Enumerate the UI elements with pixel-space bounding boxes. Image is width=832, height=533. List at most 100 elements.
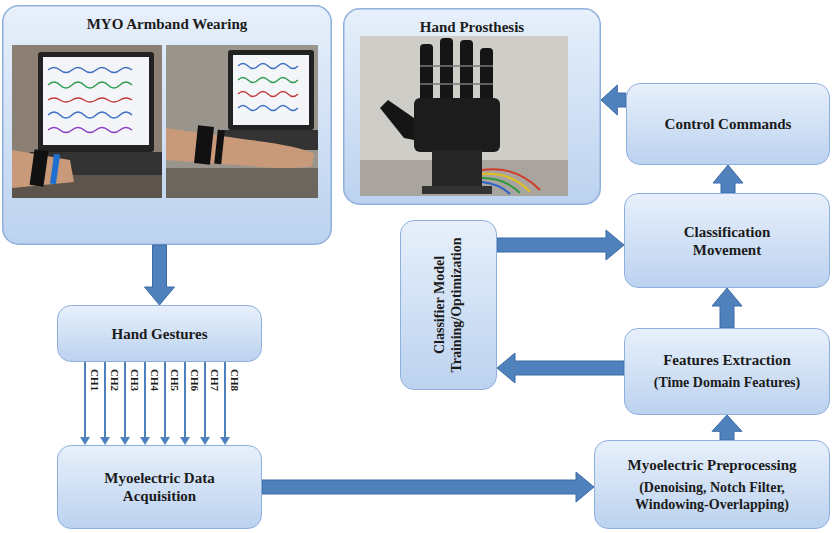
channel-label: CH3 [129,369,140,391]
flow-arrow [497,353,624,383]
block-arrow [601,85,626,115]
flow-arrow [712,288,742,328]
flow-arrow [145,245,175,305]
process-box: Features Extraction (Time Domain Features… [624,328,830,415]
prosthesis-photo-part [360,36,568,196]
flow-arrow [712,415,742,440]
panel-background [3,6,332,245]
armband-photo-left-part [12,45,162,198]
box-label: Hand Prosthesis [420,18,524,36]
armband-photo-left-part [30,149,49,187]
arrow-line [204,362,206,438]
armband-photo-right-part [228,50,314,130]
prosthesis-photo-part [420,65,493,67]
arrow-head [220,437,230,445]
box-label: Myoelectric Data Acquisition [85,469,235,505]
armband-photo-left-part [48,98,132,102]
prosthesis-photo-part [422,186,492,194]
armband-photo-right-part [166,45,318,198]
prosthesis-photo-part [380,100,414,140]
prosthesis-photo-part [420,83,493,85]
process-box: Classification Movement [624,193,830,288]
flow-arrow [497,230,624,260]
flow-arrow [262,472,594,502]
prosthesis-photo-part [482,182,510,194]
armband-photo-right-part [194,125,214,164]
box-label: Control Commands [665,115,792,133]
block-arrow [497,230,624,260]
prosthesis-photo-part [460,40,473,102]
armband-photo-left-part [12,150,74,188]
armband-photo-left-part [43,57,149,145]
prosthesis-photo-part [482,178,520,193]
armband-photo-left-part [38,52,154,152]
channel-label: CH8 [229,369,240,391]
armband-photo-right-part [166,128,314,168]
arrow-line [144,362,146,438]
arrow-line [124,362,126,438]
arrow-head [120,437,130,445]
prosthesis-photo-part [440,38,453,102]
channel-label: CH2 [109,369,120,391]
box-label: Classifier Model Training/Optimization [432,224,466,386]
prosthesis-photo-part [432,150,482,190]
armband-photo-left-part [50,154,60,185]
channel-label: CH6 [189,369,200,391]
armband-photo-right-part [238,64,298,69]
box-subtext: (Time Domain Features) [654,375,800,392]
box-label: Hand Gestures [112,325,208,343]
channel-label: CH5 [169,369,180,391]
block-arrow [712,288,742,328]
arrow-line [84,362,86,438]
arrow-head [80,437,90,445]
armband-photo-right [166,45,318,198]
panel-box: MYO Armband Wearing [2,5,332,245]
flow-arrow [713,165,743,193]
armband-photo-left-part [48,82,132,88]
arrow-head [200,437,210,445]
arrow-head [140,437,150,445]
panel-background [344,9,601,205]
armband-photo-right-part [233,55,309,125]
box-label: Classification Movement [662,223,792,259]
armband-photo-left [12,45,162,198]
armband-photo-right-part [238,92,298,97]
arrow-line [184,362,186,438]
block-arrow [713,165,743,193]
armband-photo-left-part [48,68,132,73]
armband-photo-left-part [48,112,132,118]
prosthesis-photo-part [480,48,493,102]
channel-label: CH1 [89,369,100,391]
flow-arrow [601,85,626,115]
process-box: Hand Gestures [57,305,262,362]
box-label: Features Extraction [663,351,791,369]
arrow-head [100,437,110,445]
process-box: Classifier Model Training/Optimization [400,220,497,390]
channel-label: CH7 [209,369,220,391]
block-arrow [497,353,624,383]
block-arrow [262,472,594,502]
process-box: Control Commands [626,83,830,165]
box-label: MYO Armband Wearing [87,15,248,33]
armband-photo-right-part [166,168,318,198]
arrow-line [104,362,106,438]
armband-photo-right-part [214,130,225,165]
process-box: Myoelectric Data Acquisition [57,445,262,529]
prosthesis-photo-part [420,44,433,102]
armband-photo-right-part [238,106,298,111]
armband-photo-right-part [238,78,298,83]
arrow-head [160,437,170,445]
block-arrow [712,415,742,440]
block-arrow [145,245,175,305]
channel-label: CH4 [149,369,160,391]
box-label: Myoelectric Preprocessing [628,456,797,474]
arrow-line [164,362,166,438]
process-box: Myoelectric Preprocessing (Denoising, Not… [594,440,830,529]
prosthesis-photo [360,36,568,196]
box-subtext: (Denoising, Notch Filter, Windowing-Over… [610,480,815,514]
arrow-line [224,362,226,438]
armband-photo-left-part [48,128,132,133]
prosthesis-photo-part [414,98,500,152]
panel-box: Hand Prosthesis [343,8,601,205]
